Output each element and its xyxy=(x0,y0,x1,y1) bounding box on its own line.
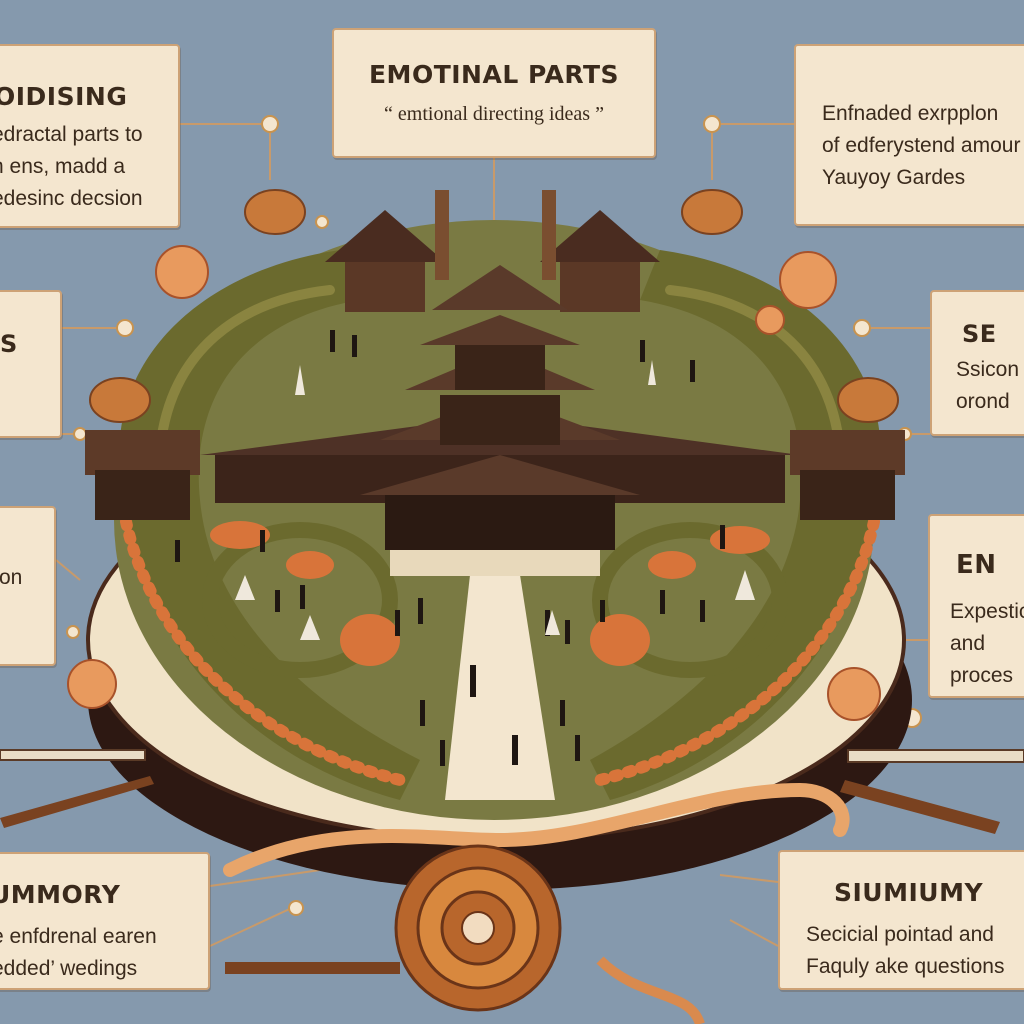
card-line: e enfdrenal earen xyxy=(0,925,157,948)
card-left-2: S val oll xyxy=(0,290,62,438)
hedge-ring xyxy=(114,250,886,800)
card-line: e xyxy=(0,530,54,562)
wedding-gowns xyxy=(235,360,755,640)
card-emotional-parts: EMOTINAL PARTS “ emtional directing idea… xyxy=(332,28,656,158)
card-line: Yauyoy Gardes xyxy=(822,166,966,189)
connector-lines xyxy=(55,123,930,947)
card-right-2: SE Ssicon orond xyxy=(930,290,1024,436)
main-temple xyxy=(85,265,905,550)
card-subtitle: “ emtional directing ideas ” xyxy=(384,103,604,125)
card-bottom-left-summary: UMMORY e enfdrenal earen edded’ wedings xyxy=(0,852,210,990)
card-line: Faquly ake questions xyxy=(806,955,1005,978)
card-line: and xyxy=(950,632,986,655)
card-line: ction xyxy=(0,566,23,589)
card-line: proces xyxy=(950,664,1014,687)
card-line: n ens, madd a xyxy=(0,155,126,178)
card-title: S xyxy=(0,330,18,358)
card-bottom-right-summary: SIUMIUMY Secicial pointad and Faquly ake… xyxy=(778,850,1024,990)
ribbon-icon xyxy=(223,782,850,877)
card-line: of edferystend amour xyxy=(822,134,1021,157)
card-title: EN xyxy=(956,550,997,580)
card-line: orond xyxy=(956,390,1010,413)
card-right-3: EN Expestic and proces xyxy=(928,514,1024,698)
card-line: edesinc decsion xyxy=(0,187,143,210)
rosette-medallion-icon xyxy=(394,844,562,1012)
card-line: Expestic xyxy=(950,600,1024,623)
card-title: SE xyxy=(962,320,997,348)
card-title: SIUMIUMY xyxy=(834,878,984,907)
card-line: Ssicon xyxy=(956,358,1020,381)
back-pavilions xyxy=(325,190,660,312)
card-line: oll xyxy=(0,402,60,434)
card-title: UMMORY xyxy=(0,880,121,909)
card-line: Enfnaded exrpplon xyxy=(822,102,999,125)
card-line: edractal parts to xyxy=(0,123,143,146)
card-title: EMOTINAL PARTS xyxy=(368,60,620,89)
card-line: edded’ wedings xyxy=(0,957,138,980)
card-top-right: Enfnaded exrpplon of edferystend amour Y… xyxy=(794,44,1024,226)
wedding-guests xyxy=(175,330,725,766)
card-line: Secicial pointad and xyxy=(806,923,994,946)
card-line: nd xyxy=(0,594,54,626)
brush-icon xyxy=(0,749,1024,974)
ribbon-tail xyxy=(596,956,705,1024)
card-top-left: OIDISING edractal parts to n ens, madd a… xyxy=(0,44,180,228)
card-left-3: e ction nd on xyxy=(0,506,56,666)
central-walkway xyxy=(445,575,555,800)
copper-ornament-icon xyxy=(89,189,899,423)
lotus-flower-icon xyxy=(67,245,881,721)
card-title: OIDISING xyxy=(0,82,128,111)
front-steps xyxy=(390,550,600,576)
card-line: on xyxy=(0,626,54,658)
card-line: val xyxy=(0,370,60,402)
